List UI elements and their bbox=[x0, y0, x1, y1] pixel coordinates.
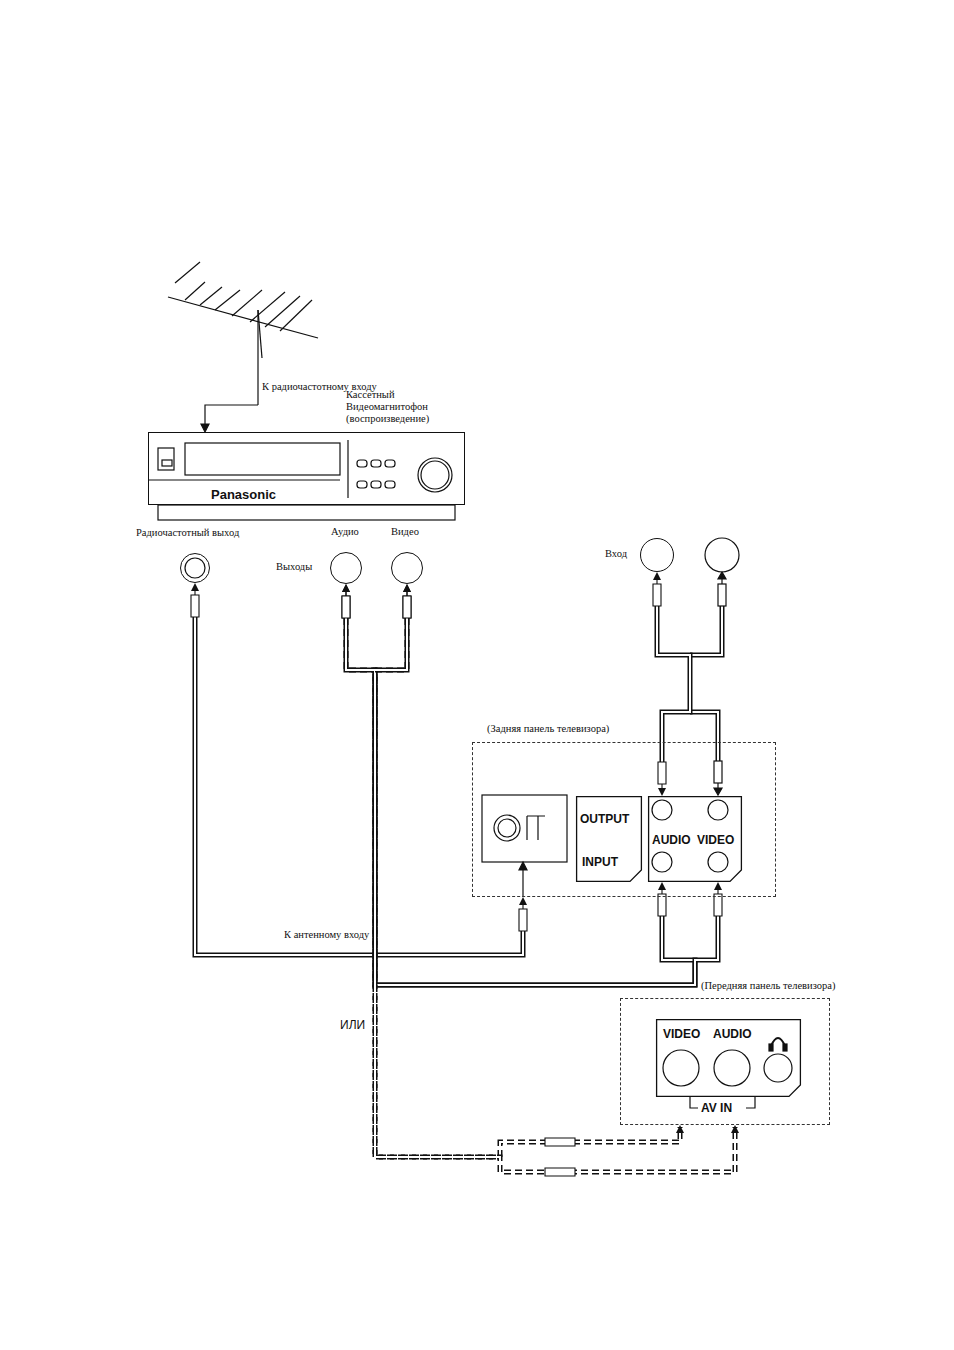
or-label: ИЛИ bbox=[340, 1019, 365, 1033]
cable-inner bbox=[346, 618, 695, 985]
node-text: OUTPUT bbox=[580, 813, 629, 827]
tv-front-panel: (Передняя панель телевизора)VIDEOAUDIOAV… bbox=[620, 998, 830, 1125]
cable-outer bbox=[346, 618, 680, 1157]
cable-inner bbox=[346, 618, 680, 1157]
arrowhead bbox=[653, 572, 661, 580]
node-text: AV IN bbox=[699, 1102, 734, 1116]
cable bbox=[653, 572, 690, 796]
node-text: Видео bbox=[391, 526, 419, 538]
arrowhead bbox=[658, 882, 666, 890]
plug bbox=[191, 595, 199, 617]
vcr-front bbox=[148, 440, 455, 520]
node-text: VIDEO bbox=[697, 834, 734, 848]
cable-inner bbox=[375, 618, 718, 985]
arrowhead bbox=[714, 882, 722, 890]
plug bbox=[342, 596, 350, 618]
arrowhead bbox=[191, 583, 199, 591]
av-in-plate: VIDEOAUDIOAV IN bbox=[656, 1019, 801, 1097]
plug bbox=[545, 1168, 575, 1176]
node-text: (Передняя панель телевизора) bbox=[701, 980, 835, 992]
arrowhead bbox=[676, 1125, 684, 1133]
arrowhead bbox=[342, 584, 350, 592]
plate-border bbox=[649, 797, 742, 882]
audio-output-jack: Аудио bbox=[330, 552, 362, 584]
cable bbox=[375, 584, 722, 985]
cable-inner bbox=[657, 606, 690, 762]
vcr-box: Кассетный Видеомагнитофон (воспроизведен… bbox=[148, 432, 465, 505]
node-text: Радиочастотный выход bbox=[136, 527, 239, 539]
plug bbox=[653, 584, 661, 606]
av-jack-plate: AUDIO VIDEO bbox=[648, 796, 742, 882]
input-jack: Вход bbox=[640, 538, 674, 572]
plug bbox=[342, 596, 350, 618]
node-text: (Задняя панель телевизора) bbox=[487, 723, 609, 735]
plug bbox=[519, 909, 527, 931]
node-text: VIDEO bbox=[663, 1028, 700, 1042]
jack-details bbox=[185, 538, 792, 1108]
arrowhead bbox=[519, 897, 527, 905]
cable bbox=[342, 584, 684, 1157]
node-text: INPUT bbox=[582, 856, 618, 870]
rf-input-note: К радиочастотному входу bbox=[262, 381, 380, 393]
antenna bbox=[168, 262, 318, 432]
plug bbox=[658, 762, 666, 784]
arrowhead bbox=[731, 1125, 739, 1133]
node-text: Кассетный Видеомагнитофон (воспроизведен… bbox=[346, 389, 454, 425]
plate-outline bbox=[576, 796, 642, 882]
arrowhead bbox=[403, 584, 411, 592]
cable bbox=[342, 584, 695, 985]
node-text: Вход bbox=[605, 548, 627, 560]
cable-outer bbox=[657, 606, 690, 762]
plug bbox=[403, 596, 411, 618]
cable bbox=[191, 583, 527, 955]
arrowhead bbox=[342, 584, 350, 592]
outputs-label: Выходы bbox=[276, 561, 312, 573]
tv-rear-panel: (Задняя панель телевизора)OUTPUTINPUTAUD… bbox=[472, 742, 776, 897]
node-text: AUDIO bbox=[713, 1028, 752, 1042]
plate-border bbox=[577, 797, 642, 882]
cable-outer bbox=[375, 618, 735, 1172]
plug bbox=[545, 1138, 575, 1146]
cable-inner bbox=[375, 618, 735, 1172]
rf-output-jack: Радиочастотный выход bbox=[180, 553, 210, 583]
plate-border bbox=[657, 1020, 801, 1097]
plug bbox=[714, 894, 722, 916]
node-text: Аудио bbox=[331, 526, 359, 538]
plug bbox=[403, 596, 411, 618]
plug bbox=[658, 894, 666, 916]
video-output-jack: Видео bbox=[391, 552, 423, 584]
cable bbox=[375, 584, 739, 1176]
arrowhead bbox=[403, 584, 411, 592]
node-text: Panasonic bbox=[211, 488, 276, 503]
cable-outer bbox=[375, 618, 718, 985]
cable-label: К антенному входу bbox=[282, 929, 371, 941]
arrowhead bbox=[658, 788, 666, 796]
node-text: AUDIO bbox=[652, 834, 691, 848]
cable-outer bbox=[346, 618, 695, 985]
output-input-plate: OUTPUT INPUT bbox=[576, 796, 642, 882]
